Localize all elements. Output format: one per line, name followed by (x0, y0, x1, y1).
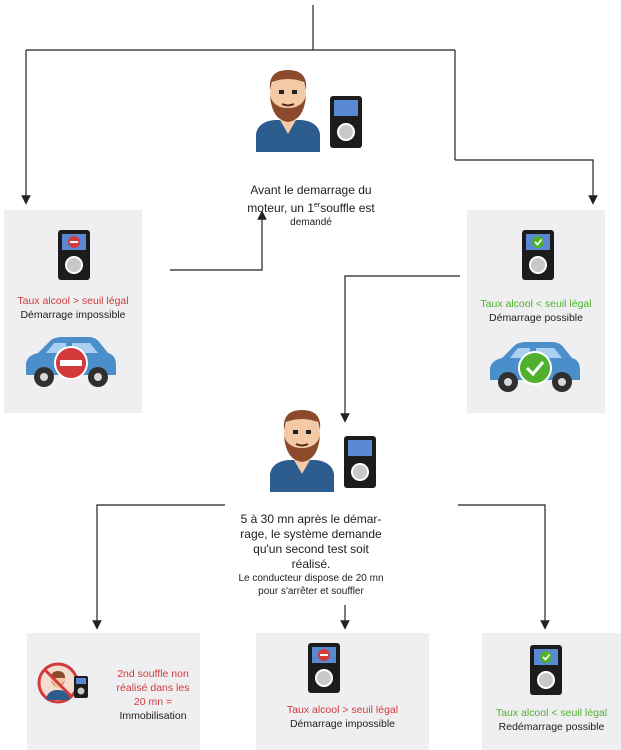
step2-line4: réalisé. (291, 557, 331, 571)
bottom-right-arrow (458, 504, 550, 630)
bottom-left-line3: 20 mn = (133, 696, 173, 708)
left-box-result: Démarrage impossible (20, 309, 126, 321)
step2-note1: Le conducteur dispose de 20 mn (238, 573, 384, 584)
bottom-left-line4: Immobilisation (119, 710, 187, 722)
car-ok-icon (486, 340, 584, 400)
step2-line1: 5 à 30 mn après le démar- (240, 512, 382, 526)
left-box-status: Taux alcool > seuil légal (17, 295, 129, 307)
step2-line3: qu'un second test soit (253, 542, 369, 556)
bottom-right-result: Redémarrage possible (498, 721, 605, 733)
step2-text: 5 à 30 mn après le démar- rage, le systè… (225, 512, 397, 598)
breathalyzer-red (58, 230, 90, 285)
breathalyzer-green-2 (530, 645, 562, 700)
right-box-result: Démarrage possible (489, 312, 583, 324)
bottom-right-text: Taux alcool < seuil légal Redémarrage po… (482, 706, 621, 734)
no-driver-icon (37, 660, 89, 711)
step1-text: Avant le demarrage du moteur, un 1ersouf… (225, 183, 397, 229)
step1-line1: Avant le demarrage du (250, 183, 372, 197)
bottom-mid-status: Taux alcool > seuil légal (286, 704, 399, 716)
bottom-left-line2: réalisé dans les (116, 682, 190, 694)
left-box-feedback (170, 210, 267, 271)
top-branch (25, 49, 456, 160)
bottom-right-status: Taux alcool < seuil légal (495, 707, 608, 719)
bottom-mid-text: Taux alcool > seuil légal Démarrage impo… (256, 703, 429, 731)
left-box-text: Taux alcool > seuil légal Démarrage impo… (4, 294, 142, 322)
right-arrow-down (455, 159, 598, 205)
driver-icon (270, 410, 334, 492)
step2-note2: pour s'arrêter et souffler (258, 586, 364, 597)
bottom-left-arrow (92, 504, 225, 630)
right-box-text: Taux alcool < seuil légal Démarrage poss… (467, 297, 605, 325)
bottom-left-text: 2nd souffle non réalisé dans les 20 mn =… (110, 667, 196, 723)
breathalyzer-2 (344, 436, 376, 493)
step2-line2: rage, le système demande (240, 527, 382, 541)
step1-to-step2 (340, 275, 460, 423)
breathalyzer-green (522, 230, 554, 285)
breathalyzer-red-2 (308, 643, 340, 698)
bottom-mid-result: Démarrage impossible (289, 718, 396, 730)
step1-line2: moteur, un 1ersouffle est (247, 201, 375, 215)
driver-2 (266, 402, 338, 497)
driver-1 (252, 62, 324, 157)
car-blocked-icon (22, 335, 120, 395)
driver-icon (256, 70, 320, 152)
bottom-left-line1: 2nd souffle non (117, 668, 189, 680)
step1-line3: demandé (290, 217, 332, 228)
breathalyzer-1 (330, 96, 362, 153)
right-box-status: Taux alcool < seuil légal (480, 298, 592, 310)
result-box-impossible-2 (256, 633, 429, 750)
